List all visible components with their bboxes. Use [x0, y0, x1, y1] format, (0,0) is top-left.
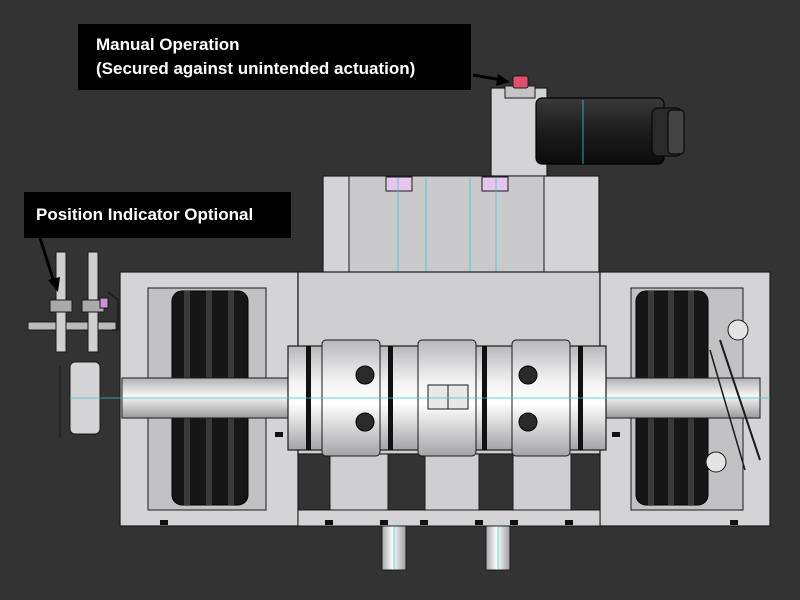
valve-upper-body — [322, 175, 600, 277]
spool-bore-4 — [518, 412, 538, 432]
mounting-screw-left — [385, 176, 413, 192]
callout-manual-operation: Manual Operation (Secured against uninte… — [78, 24, 471, 90]
solenoid-pilot — [490, 75, 685, 179]
spool-bore-2 — [355, 412, 375, 432]
callout-position-indicator-text: Position Indicator Optional — [36, 205, 254, 224]
callout-manual-operation-title: Manual Operation — [96, 35, 240, 54]
spool-bore-3 — [518, 365, 538, 385]
manual-operation-button[interactable] — [512, 75, 529, 89]
spool — [100, 339, 770, 457]
callout-position-indicator: Position Indicator Optional — [24, 192, 291, 238]
callout-arrow-position — [38, 237, 60, 292]
position-indicator — [27, 251, 119, 438]
solenoid-coil — [535, 97, 665, 165]
spring-detail-right — [705, 319, 761, 473]
spool-bore-1 — [355, 365, 375, 385]
callout-arrow-manual — [472, 73, 510, 86]
mounting-screw-right — [481, 176, 509, 192]
solenoid-connector-nut — [667, 109, 685, 155]
callout-manual-operation-note: (Secured against unintended actuation) — [96, 59, 416, 78]
port-pins — [381, 525, 511, 571]
